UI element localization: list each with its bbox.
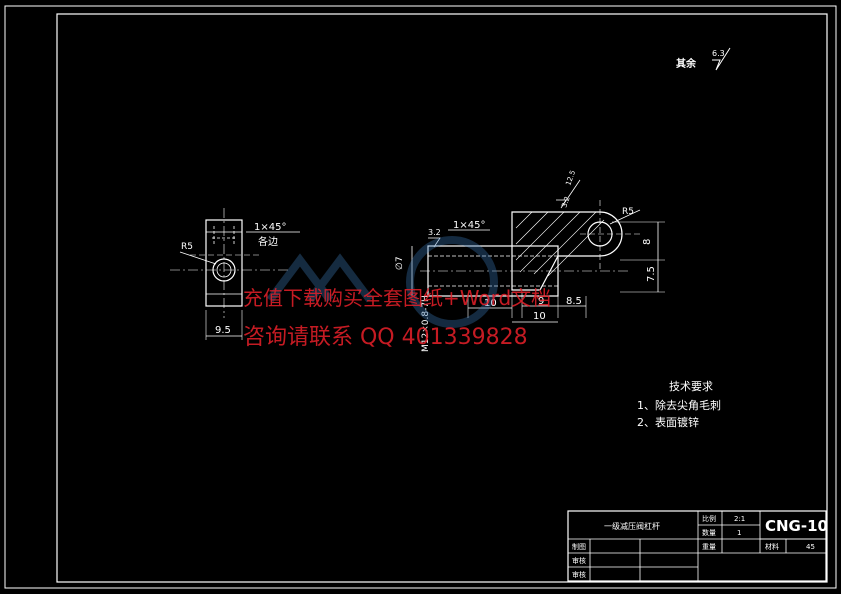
drawing-number: CNG-10 [765, 517, 828, 535]
roughness-other-value: 6.3 [712, 49, 725, 58]
watermark-line-1: 充值下载购买全套图纸+Word文档 [243, 286, 551, 310]
designer-label: 制图 [572, 542, 586, 551]
center-thread: M12×0.8-7H [421, 295, 431, 352]
center-diameter: ∅7 [395, 256, 405, 270]
part-name: 一级减压阀杠杆 [604, 521, 660, 531]
outer-frame [4, 5, 837, 589]
title-block [567, 510, 827, 582]
left-width: 9.5 [215, 325, 231, 336]
third-label: 审核 [572, 570, 586, 579]
tech-requirements: 技术要求 1、除去尖角毛刺 2、表面镀锌 [637, 380, 721, 429]
rough-12-5: 12.5 [564, 169, 577, 186]
dim-8-5: 8.5 [566, 296, 582, 307]
inner-frame [56, 13, 828, 583]
roughness-other-label: 其余 [676, 57, 697, 70]
center-view: R5 8 7.5 12.5 3.2 3.2 1×45° ∅7 M12×0.8-7… [395, 169, 665, 352]
center-roughness: 3.2 [428, 228, 441, 237]
qty-value: 1 [737, 529, 741, 537]
ratio-label: 比例 [702, 514, 716, 523]
center-chamfer: 1×45° [453, 220, 485, 231]
dim-10-a: 10 [484, 298, 497, 309]
qty-label: 数量 [702, 528, 716, 537]
tech-req-item-2: 2、表面镀锌 [637, 415, 699, 429]
dim-9: 9 [538, 296, 544, 307]
weight-label: 重量 [702, 543, 716, 551]
roughness-other: 其余 6.3 [676, 47, 731, 71]
watermark-line-2: 咨询请联系 QQ 401339828 [243, 325, 528, 350]
material-label: 材料 [765, 542, 779, 551]
dim-10-b: 10 [533, 311, 546, 322]
checker-label: 审核 [572, 556, 586, 565]
center-radius: R5 [622, 207, 634, 217]
rough-small: 3.2 [560, 195, 571, 208]
ratio-value: 2:1 [734, 515, 745, 523]
material-value: 45 [806, 543, 815, 551]
left-radius: R5 [181, 242, 193, 252]
left-each-side: 各边 [258, 235, 278, 248]
title-block-text: 一级减压阀杠杆 比例 2:1 数量 1 重量 CNG-10 材料 45 制图 审… [572, 514, 828, 579]
dim-7-5: 7.5 [646, 266, 657, 282]
dim-8: 8 [642, 239, 653, 245]
tech-req-title: 技术要求 [669, 380, 713, 393]
tech-req-item-1: 1、除去尖角毛刺 [637, 398, 721, 412]
watermark-logo [266, 236, 498, 328]
roughness-symbol [712, 47, 731, 71]
left-view: R5 1×45° 各边 9.5 [170, 208, 300, 340]
left-chamfer: 1×45° [254, 222, 286, 233]
